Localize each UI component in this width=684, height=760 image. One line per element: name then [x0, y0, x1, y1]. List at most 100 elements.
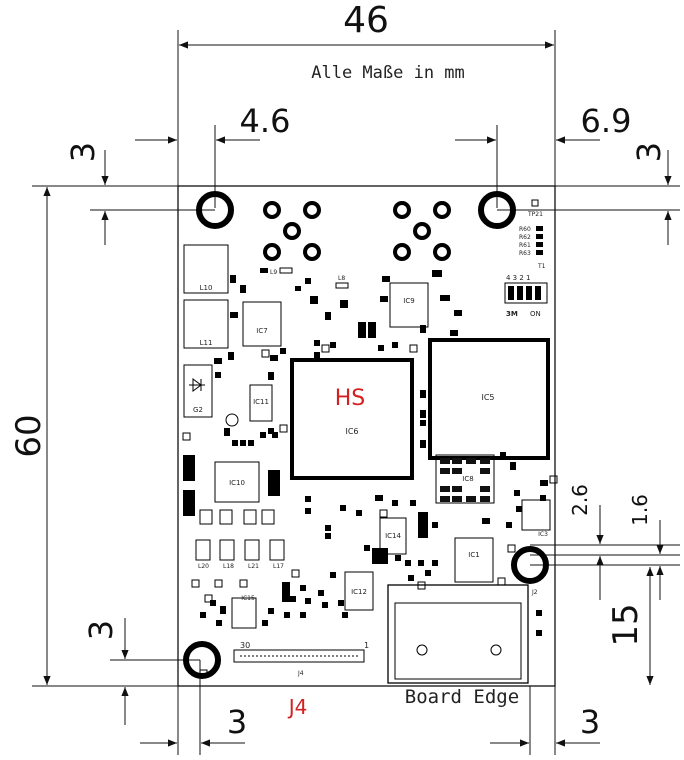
test-point	[291, 569, 300, 578]
dim-4-6: 4.6	[240, 102, 291, 140]
hs-label: HS	[335, 386, 366, 411]
test-point	[191, 579, 200, 588]
test-point	[182, 432, 191, 441]
ic12-label: IC12	[351, 588, 367, 596]
dim-3-bottom-left-h: 3	[227, 703, 247, 741]
smd-pad	[220, 606, 226, 614]
smd-pad	[325, 312, 331, 320]
tp21-pad	[531, 199, 539, 207]
test-point	[549, 475, 558, 484]
j4-pin1: 1	[364, 641, 369, 650]
smd-pad	[342, 612, 348, 618]
r62-label: R62	[519, 234, 531, 241]
smd-pad	[230, 312, 238, 318]
test-point	[239, 579, 248, 588]
ic3-label: IC3	[538, 531, 548, 538]
smd-pad	[295, 286, 301, 291]
smd-pad	[358, 322, 366, 338]
tp21-label: TP21	[527, 211, 543, 218]
smd-pad	[210, 600, 216, 606]
ic8-block: IC8	[435, 454, 495, 504]
l20-label: L20	[198, 563, 209, 570]
ic6-label: IC6	[345, 427, 358, 436]
smd-pad	[300, 612, 306, 618]
dim-2-6: 2.6	[568, 484, 592, 516]
smd-pad	[408, 575, 414, 581]
units-note: Alle Maße in mm	[311, 63, 465, 83]
smd-pad	[325, 533, 331, 539]
resistor-array-r60: R60 R62 R61 R63	[519, 226, 543, 257]
j4-connector: 30 1 J4	[233, 641, 369, 677]
smd-pad	[368, 322, 376, 338]
smd-pad	[300, 585, 306, 591]
test-point	[497, 577, 506, 586]
smd-outlines	[182, 344, 558, 678]
smd-pad	[262, 620, 268, 626]
dim-46: 46	[343, 0, 389, 41]
ic1-chip	[454, 537, 494, 583]
ring-cluster-left	[263, 201, 321, 261]
test-point	[379, 509, 388, 518]
j2-connector: J2	[387, 584, 538, 684]
smd-pad	[268, 608, 274, 614]
smd-pad	[183, 455, 195, 481]
dim-1-6: 1.6	[628, 494, 652, 526]
smd-pad	[418, 512, 428, 538]
smd-pad	[356, 510, 362, 516]
smd-pad	[330, 342, 336, 348]
smd-pad	[200, 612, 206, 618]
smd-pad	[454, 310, 462, 316]
dip-3m: 3M	[506, 310, 518, 318]
j2-label: J2	[531, 589, 538, 596]
test-point	[417, 581, 426, 590]
r63-label: R63	[519, 250, 531, 257]
smd-pad	[380, 296, 388, 302]
diode-g2	[183, 364, 213, 418]
ic6-heatsink	[290, 358, 414, 480]
ic15-label: IC15	[241, 595, 255, 602]
smd-pad	[440, 295, 450, 301]
ic1-label: IC1	[468, 551, 479, 559]
smd-components	[183, 268, 548, 636]
bottom-inductors	[195, 509, 285, 561]
smd-pad	[224, 428, 230, 436]
smd-pad	[230, 275, 236, 283]
ic5-label: IC5	[481, 393, 494, 402]
l21-label: L21	[248, 563, 259, 570]
smd-pad	[305, 496, 311, 502]
smd-pad	[392, 342, 398, 348]
l11-label: L11	[200, 339, 213, 347]
smd-pad	[284, 612, 290, 618]
l17-label: L17	[273, 563, 284, 570]
smd-pad	[314, 352, 320, 358]
dim-3-top-left: 3	[64, 142, 102, 162]
ic7-chip	[242, 301, 282, 347]
smd-pad	[420, 420, 426, 426]
smd-pad	[340, 300, 348, 308]
ic10-label: IC10	[229, 479, 245, 487]
test-point	[321, 344, 330, 353]
smd-pad	[248, 440, 254, 446]
ic8-label: IC8	[462, 475, 473, 483]
smd-pad	[395, 555, 401, 561]
dim-60: 60	[9, 414, 49, 457]
dim-3-top-right: 3	[630, 142, 668, 162]
ring-cluster-right	[393, 201, 451, 261]
smd-pad	[260, 432, 266, 438]
r61-label: R61	[519, 242, 531, 249]
ic9-label: IC9	[403, 297, 414, 305]
j4-small-label: J4	[297, 670, 304, 677]
smd-pad	[310, 296, 318, 304]
smd-pad	[216, 620, 222, 626]
test-point	[409, 344, 418, 353]
smd-pad	[418, 560, 424, 566]
diode-symbol-icon	[189, 378, 205, 392]
l10-label: L10	[200, 284, 213, 292]
smd-pad	[325, 525, 331, 531]
ic9-chip	[389, 282, 429, 328]
smd-pad	[540, 480, 548, 486]
smd-pad	[432, 270, 442, 277]
smd-pad	[305, 278, 311, 284]
t1-label: T1	[537, 263, 546, 270]
